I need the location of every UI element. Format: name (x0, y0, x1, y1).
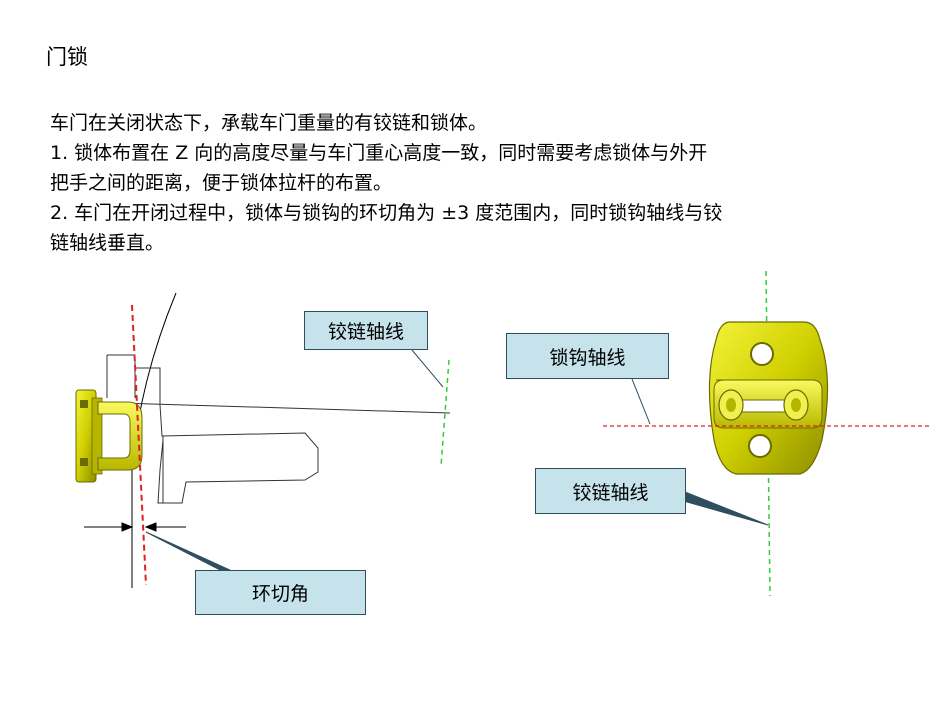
body-text: 车门在关闭状态下，承载车门重量的有铰链和锁体。 1. 锁体布置在 Z 向的高度尽… (50, 108, 900, 258)
paragraph-line: 把手之间的距离，便于锁体拉杆的布置。 (50, 172, 393, 194)
right-figure (603, 270, 932, 597)
callout-striker-axis: 锁钩轴线 (506, 333, 669, 379)
callout-hinge-axis-left: 铰链轴线 (304, 311, 428, 350)
lock-outline (106, 354, 451, 504)
leader-angle (145, 531, 233, 572)
callout-tangent-angle: 环切角 (195, 570, 366, 615)
slide-title: 门锁 (46, 45, 88, 69)
paragraph-line: 链轴线垂直。 (50, 232, 165, 254)
leader-hinge-right (679, 489, 769, 526)
leader-hinge-left (411, 349, 444, 388)
paragraph-line: 车门在关闭状态下，承载车门重量的有铰链和锁体。 (50, 112, 488, 134)
paragraph-line: 2. 车门在开闭过程中，锁体与锁钩的环切角为 ±3 度范围内，同时锁钩轴线与铰 (50, 202, 723, 224)
left-red-axis (131, 304, 147, 586)
angle-dimension (84, 522, 186, 532)
striker-plate (708, 321, 829, 475)
lock-hook (75, 389, 143, 483)
paragraph-line: 1. 锁体布置在 Z 向的高度尽量与车门重心高度一致，同时需要考虑锁体与外开 (50, 142, 708, 164)
left-figure (75, 292, 451, 588)
callout-hinge-axis-right: 铰链轴线 (535, 468, 686, 514)
leader-striker (631, 378, 651, 425)
